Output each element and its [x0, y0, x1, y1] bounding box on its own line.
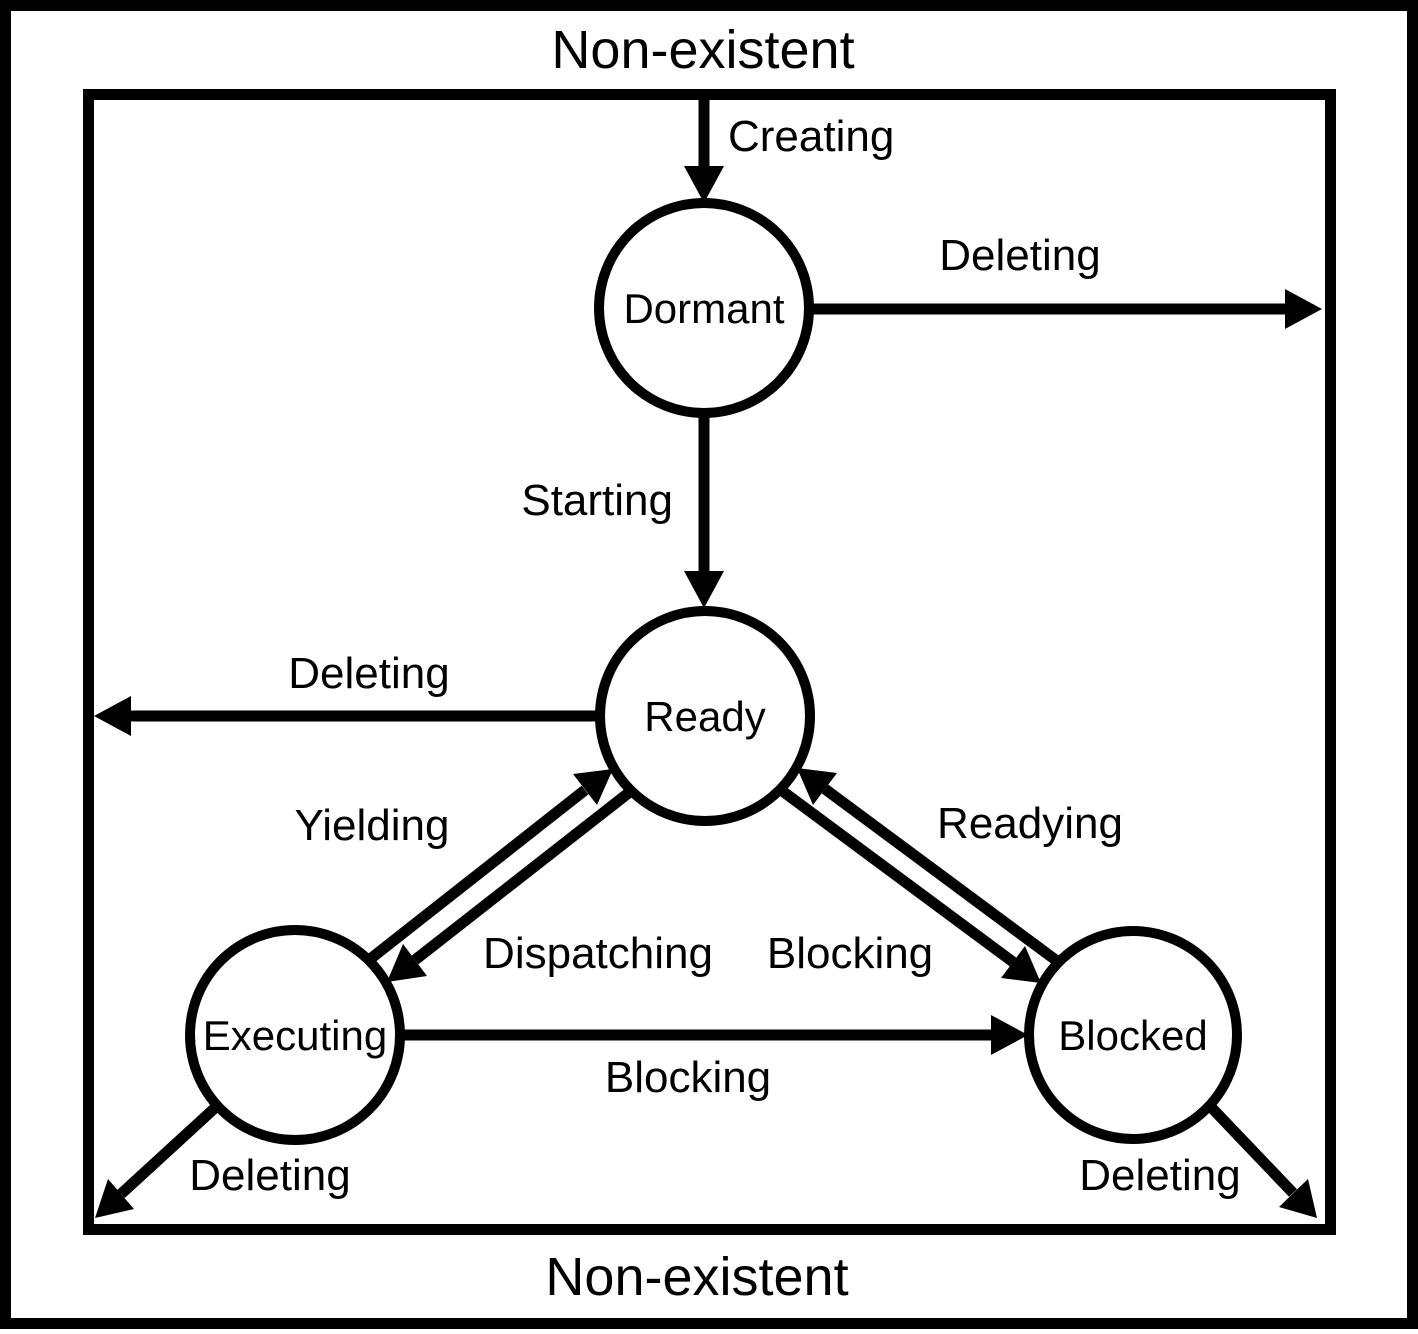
state-ready: Ready — [595, 606, 815, 826]
transition-deleting-ready: Deleting — [94, 649, 599, 736]
transition-creating: Creating — [684, 97, 894, 203]
deleting-blocked-arrow-head — [1279, 1179, 1317, 1218]
transition-deleting-blocked: Deleting — [1079, 1102, 1317, 1218]
readying-arrow-shaft — [821, 784, 1061, 966]
deleting-blocked-arrow-shaft — [1206, 1102, 1297, 1197]
creating-label: Creating — [728, 112, 894, 161]
deleting-executing-arrow-shaft — [117, 1101, 221, 1199]
blocked-circle — [1024, 926, 1242, 1144]
nonexistent-bottom-label: Non-existent — [545, 1247, 848, 1307]
inner-system-box — [83, 89, 1336, 1235]
deleting-dormant-arrow-head — [1285, 289, 1322, 329]
yielding-arrow-head — [573, 769, 613, 805]
dispatching-arrow-shaft — [411, 786, 635, 965]
deleting-dormant-label: Deleting — [939, 231, 1100, 280]
executing-label: Executing — [203, 1012, 387, 1059]
creating-arrow-head — [684, 166, 724, 203]
deleting-ready-label: Deleting — [288, 649, 449, 698]
transition-readying: Readying — [797, 768, 1123, 966]
blocking-ready-arrow-head — [1001, 946, 1041, 983]
yielding-arrow-shaft — [365, 785, 589, 965]
state-dormant: Dormant — [594, 198, 814, 418]
blocking-ready-arrow-shaft — [777, 785, 1017, 967]
starting-label: Starting — [521, 476, 673, 525]
deleting-blocked-label: Deleting — [1079, 1151, 1240, 1200]
transition-blocking-from-executing: Blocking — [402, 1015, 1028, 1102]
blocking-executing-arrow-head — [991, 1015, 1028, 1055]
transition-deleting-executing: Deleting — [95, 1101, 351, 1218]
transition-dispatching: Dispatching — [387, 786, 713, 982]
transition-blocking-from-ready: Blocking — [767, 785, 1041, 983]
state-blocked: Blocked — [1024, 926, 1242, 1144]
blocking-executing-label: Blocking — [605, 1053, 771, 1102]
transition-yielding: Yielding — [295, 769, 613, 965]
ready-label: Ready — [644, 693, 765, 740]
deleting-ready-arrow-head — [94, 696, 131, 736]
yielding-label: Yielding — [295, 801, 450, 850]
readying-arrow-head — [797, 768, 837, 805]
dispatching-arrow-head — [387, 944, 427, 982]
deleting-executing-arrow-head — [95, 1179, 134, 1218]
deleting-executing-label: Deleting — [189, 1151, 350, 1200]
blocking-ready-label: Blocking — [767, 929, 933, 978]
starting-arrow-head — [684, 571, 724, 608]
executing-circle — [185, 925, 405, 1145]
readying-label: Readying — [937, 799, 1123, 848]
transition-starting: Starting — [521, 413, 724, 608]
blocked-label: Blocked — [1058, 1012, 1207, 1059]
nonexistent-top-label: Non-existent — [551, 20, 854, 80]
state-executing: Executing — [185, 925, 405, 1145]
ready-circle — [595, 606, 815, 826]
transition-deleting-dormant: Deleting — [811, 231, 1322, 329]
dormant-label: Dormant — [623, 285, 784, 332]
dispatching-label: Dispatching — [483, 929, 713, 978]
